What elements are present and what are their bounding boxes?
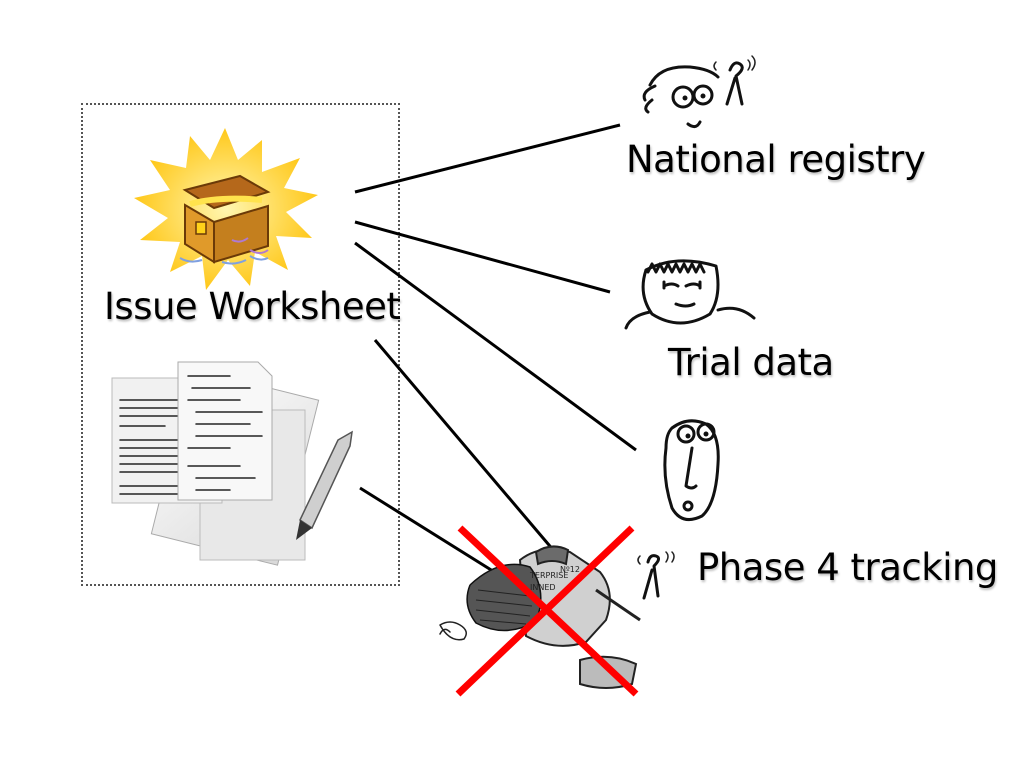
line-to-trial-data: [354, 220, 611, 294]
line-worksheet-to-grinder: [373, 339, 562, 559]
svg-text:INNED: INNED: [530, 583, 556, 592]
national-registry-label: National registry: [626, 138, 926, 181]
issue-worksheet-label: Issue Worksheet: [104, 285, 401, 328]
phase4-tracking-label: Phase 4 tracking: [697, 546, 998, 589]
person-phase4-tracking-icon: [637, 419, 720, 600]
trial-data-label: Trial data: [668, 341, 834, 384]
connector-lines: [354, 123, 637, 590]
worksheet-dashed-frame: [81, 103, 400, 586]
treasure-chest-icon: [134, 128, 318, 290]
person-trial-data-icon: [624, 259, 756, 330]
red-cross-out-icon: [455, 525, 639, 697]
line-to-phase4-tracking: [354, 241, 637, 452]
line-to-national-registry: [354, 123, 621, 194]
svg-text:Nº12: Nº12: [560, 565, 580, 574]
svg-text:TERPRISE: TERPRISE: [529, 571, 568, 580]
person-national-registry-icon: [642, 55, 756, 129]
documents-icon: [111, 361, 353, 566]
